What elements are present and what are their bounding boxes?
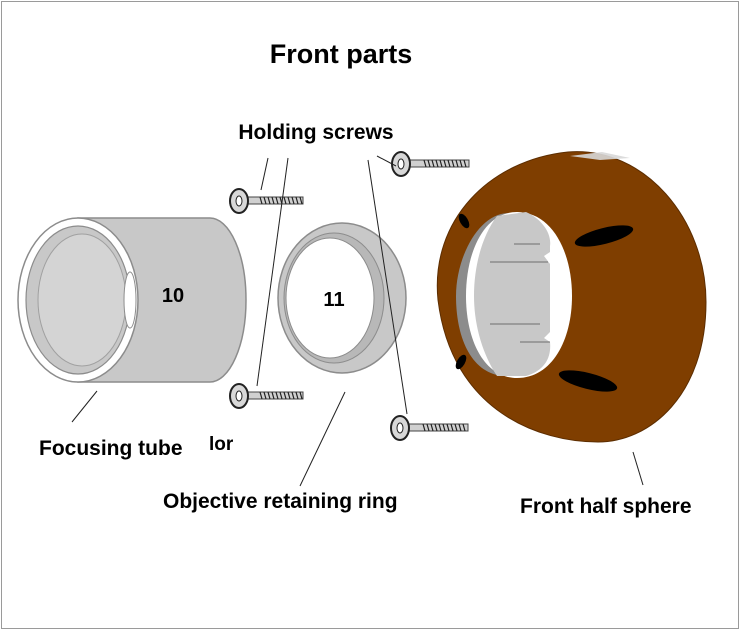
leader-focusing-tube — [71, 390, 98, 423]
focusing-tube-far-opening — [123, 271, 137, 329]
leader-screw-upper-right — [376, 155, 397, 167]
focusing-tube: 10 — [17, 217, 247, 383]
retaining-ring-opening — [285, 237, 375, 359]
screw-lower-right — [390, 415, 469, 441]
screw-upper-right — [391, 151, 470, 177]
screw-lower-left — [229, 383, 304, 409]
sphere-slots — [455, 213, 634, 392]
leader-screw-lower-right — [367, 159, 408, 415]
retaining-ring-number: 11 — [323, 289, 344, 311]
label-objective-retaining-ring: Objective retaining ring — [163, 490, 398, 513]
leader-screw-upper-left — [260, 157, 269, 191]
sphere-slot-lower-left — [455, 354, 467, 370]
sphere-slot-upper-left — [458, 213, 470, 229]
diagram-title: Front parts — [270, 39, 413, 69]
leader-screw-lower-left — [256, 157, 289, 387]
screw-upper-left — [229, 188, 304, 214]
sphere-slot-upper-right — [574, 225, 634, 247]
leader-retaining-ring — [299, 391, 346, 487]
leader-lines — [71, 155, 644, 487]
sphere-sleeve-lines — [490, 243, 550, 343]
focusing-tube-inner-bore — [37, 233, 127, 367]
leader-front-half-sphere — [632, 451, 644, 486]
label-front-half-sphere: Front half sphere — [520, 495, 692, 518]
sphere-top-notch — [570, 152, 630, 160]
front-half-sphere — [436, 151, 707, 443]
label-holding-screws: Holding screws — [238, 121, 393, 144]
label-color-fragment: lor — [209, 434, 234, 455]
focusing-tube-number: 10 — [162, 285, 184, 307]
objective-retaining-ring: 11 — [277, 222, 407, 374]
sphere-inner-sleeve — [474, 212, 551, 376]
sphere-slot-lower-right — [558, 370, 618, 392]
label-focusing-tube: Focusing tube — [39, 437, 183, 460]
